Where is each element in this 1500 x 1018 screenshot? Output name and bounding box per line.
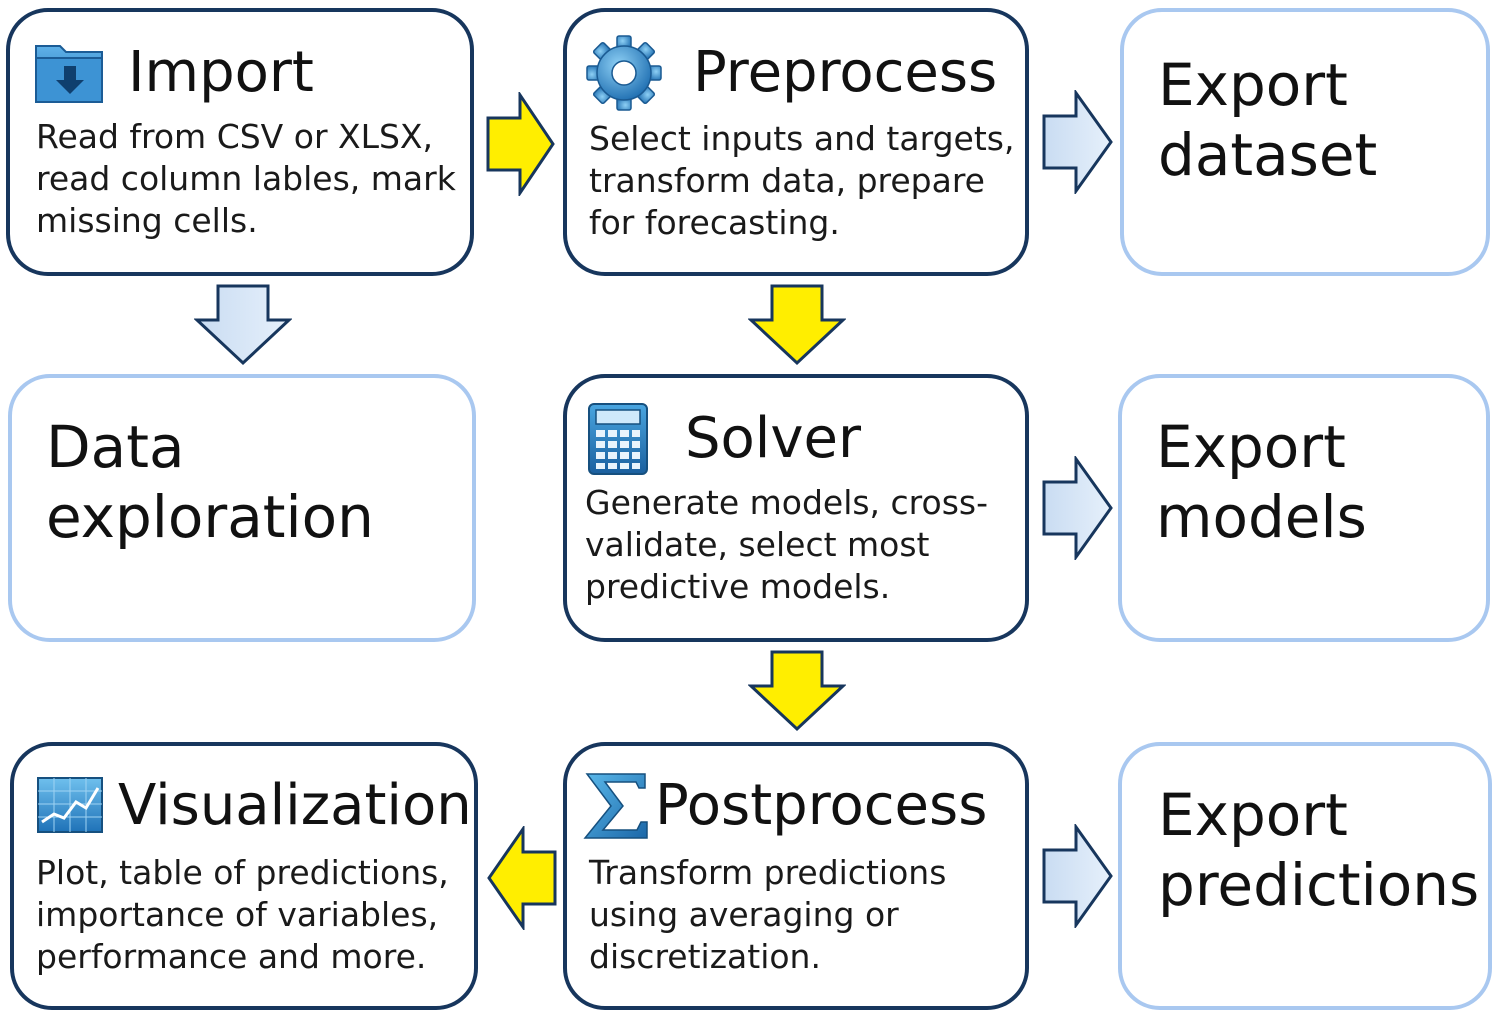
chart-icon	[37, 777, 103, 833]
node-title: Postprocess	[655, 773, 988, 838]
arrow-preprocess-to-export-dataset	[1042, 90, 1113, 194]
node-export-dataset[interactable]: Export dataset	[1120, 8, 1490, 276]
node-title: Preprocess	[693, 40, 998, 105]
node-export-predictions[interactable]: Export predictions	[1118, 742, 1492, 1010]
node-preprocess[interactable]: Preprocess Select inputs and targets, tr…	[563, 8, 1029, 276]
node-label: Data exploration	[46, 413, 374, 551]
node-title: Solver	[685, 406, 861, 471]
node-description: Generate models, cross- validate, select…	[585, 483, 989, 606]
node-solver[interactable]: Solver Generate models, cross- validate,…	[563, 374, 1029, 642]
node-label: Export dataset	[1158, 51, 1378, 189]
node-title: Visualization	[118, 773, 472, 838]
node-description: Transform predictions using averaging or…	[589, 853, 947, 976]
node-data-exploration[interactable]: Data exploration	[8, 374, 476, 642]
node-description: Read from CSV or XLSX, read column lable…	[36, 117, 456, 240]
node-title: Import	[128, 40, 314, 105]
node-label: Export models	[1156, 413, 1367, 551]
node-postprocess[interactable]: Postprocess Transform predictions using …	[563, 742, 1029, 1010]
calculator-icon	[588, 403, 648, 475]
folder-download-icon	[35, 45, 103, 103]
sigma-icon	[583, 773, 648, 839]
node-import[interactable]: Import Read from CSV or XLSX, read colum…	[6, 8, 474, 276]
arrow-preprocess-to-solver	[748, 284, 846, 366]
arrow-import-to-preprocess	[486, 92, 555, 196]
arrow-solver-to-postprocess	[748, 650, 846, 732]
gear-icon	[586, 35, 662, 111]
arrow-solver-to-export-models	[1042, 456, 1113, 560]
arrow-postprocess-to-visualization	[487, 826, 557, 930]
node-description: Plot, table of predictions, importance o…	[36, 853, 449, 976]
arrow-import-to-data-exploration	[194, 284, 292, 366]
node-visualization[interactable]: Visualization Plot, table of predictions…	[10, 742, 478, 1010]
node-export-models[interactable]: Export models	[1118, 374, 1490, 642]
node-description: Select inputs and targets, transform dat…	[589, 119, 1015, 242]
node-label: Export predictions	[1158, 781, 1480, 919]
arrow-postprocess-to-export-predictions	[1042, 824, 1113, 928]
